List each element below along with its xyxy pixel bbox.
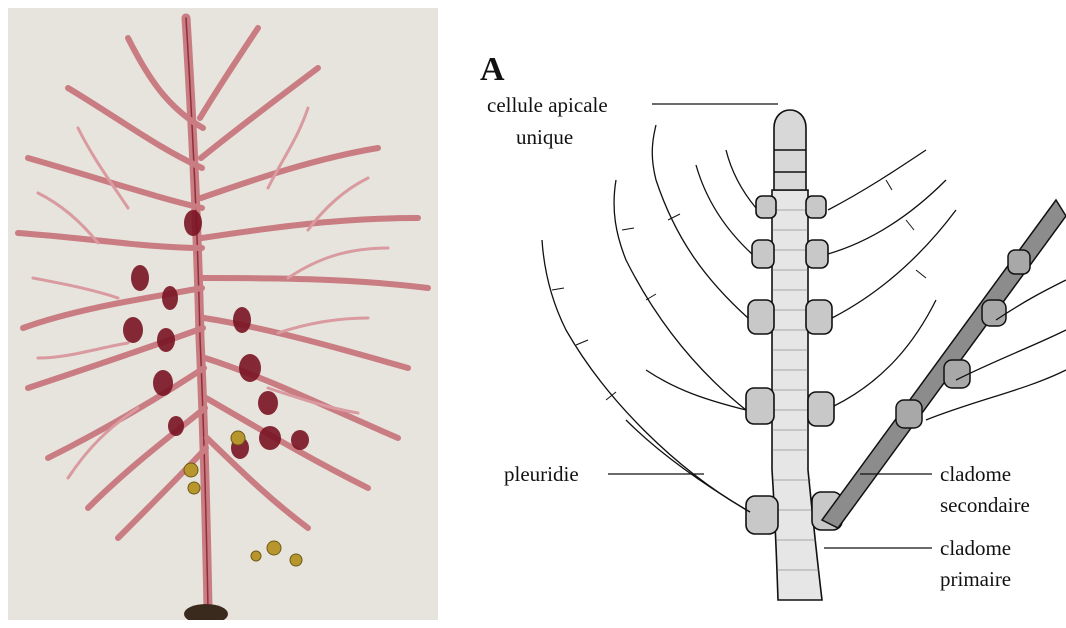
panel-label: A — [480, 51, 505, 88]
primary-cladome — [746, 110, 842, 600]
alga-photograph — [8, 8, 438, 620]
pleuridia-cell-walls — [552, 180, 926, 400]
label-secondary-cladome-line2: secondaire — [940, 493, 1030, 517]
label-pleuridie: pleuridie — [504, 462, 579, 486]
label-apical-cell-line2: unique — [516, 125, 573, 149]
label-apical-cell: cellule apicale — [487, 93, 608, 117]
label-primary-cladome: cladome — [940, 536, 1011, 560]
label-primary-cladome-line2: primaire — [940, 567, 1011, 591]
morphology-diagram: A — [456, 0, 1066, 628]
label-secondary-cladome: cladome — [940, 462, 1011, 486]
